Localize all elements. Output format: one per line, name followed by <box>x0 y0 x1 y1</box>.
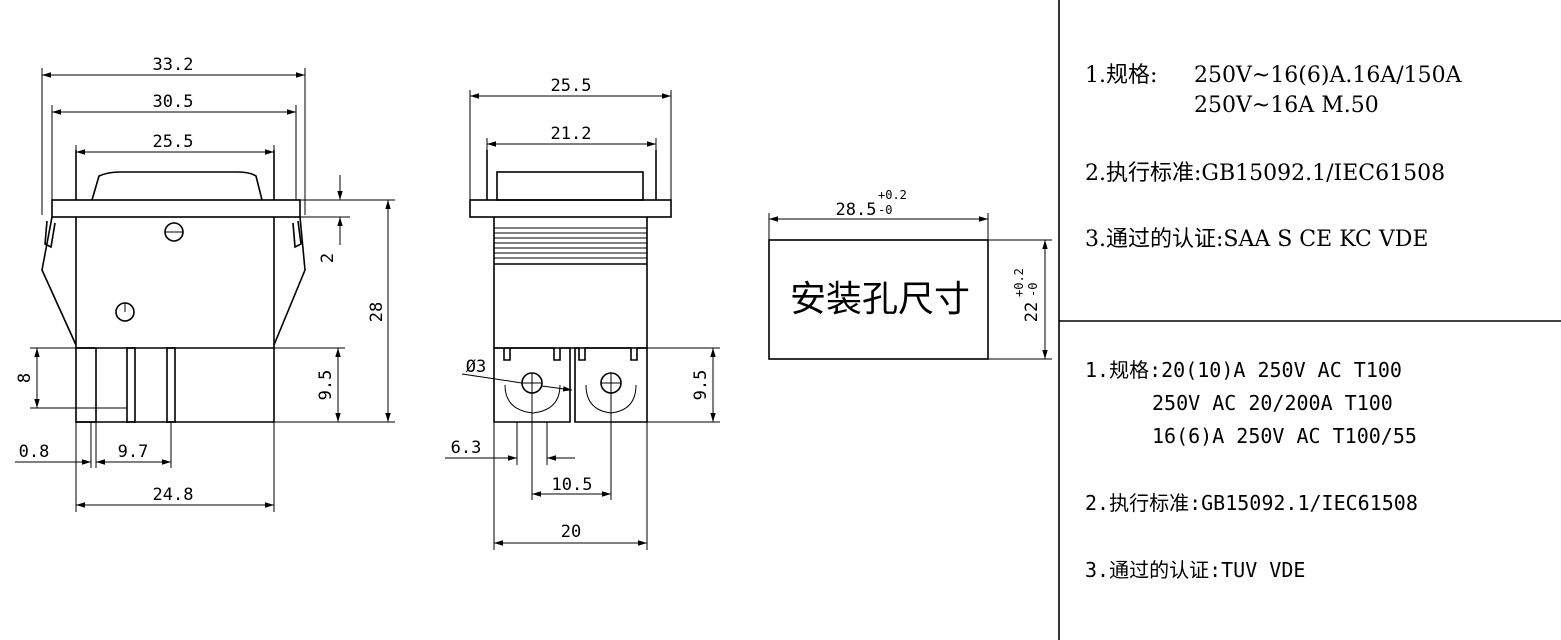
mounting-hole-view: 安装孔尺寸 28.5 +0.2 -0 22 +0.2 -0 <box>768 188 1052 360</box>
spec1-rating: 250V~16(6)A.16A/150A <box>1194 63 1463 88</box>
dim-flange-thickness: 2 <box>318 253 338 263</box>
terminal <box>166 347 176 423</box>
snap-clip-left <box>41 216 77 346</box>
side-view: 25.5 21.2 9.5 Ø3 6.3 10.5 20 <box>445 76 720 550</box>
side-flange <box>469 199 672 218</box>
dim-body-width: 24.8 <box>153 485 194 505</box>
spec2-rating: 1.规格:20(10)A 250V AC T100 <box>1085 358 1402 382</box>
spec2-rating-3: 16(6)A 250V AC T100/55 <box>1152 424 1417 448</box>
flange <box>51 199 301 218</box>
snap-clip-right <box>273 216 306 346</box>
spec-block-2: 1.规格:20(10)A 250V AC T100 250V AC 20/200… <box>1085 358 1418 582</box>
side-rocker <box>496 171 644 201</box>
spec1-rating-2: 250V~16A M.50 <box>1194 93 1379 118</box>
side-terminal <box>493 347 571 423</box>
dim-hole-height-tol-lower: -0 <box>1026 283 1040 297</box>
spec2-certification: 3.通过的认证:TUV VDE <box>1085 558 1305 582</box>
terminal <box>126 347 136 423</box>
mounting-hole-label: 安装孔尺寸 <box>790 279 970 320</box>
dim-terminal-offset: 8 <box>15 373 35 383</box>
dim-hole-height-tol-upper: +0.2 <box>1012 268 1026 297</box>
dim-terminal-length: 9.5 <box>316 370 336 401</box>
dim-rocker-width: 25.5 <box>153 132 194 152</box>
dim-overall-height: 28 <box>367 302 387 322</box>
dim-hole-height: 22 <box>1022 302 1042 322</box>
spec2-standard: 2.执行标准:GB15092.1/IEC61508 <box>1085 491 1418 515</box>
rocker-cap <box>91 171 263 201</box>
dim-hole-width: 28.5 <box>836 200 877 220</box>
dim-side-body-width: 21.2 <box>551 124 592 144</box>
dim-terminal-block-width: 20 <box>561 522 581 542</box>
spec2-rating-2: 250V AC 20/200A T100 <box>1152 391 1393 415</box>
dim-hole-diameter: Ø3 <box>466 357 486 377</box>
dim-terminal-thickness: 0.8 <box>19 442 50 462</box>
spec1-standard: 2.执行标准:GB15092.1/IEC61508 <box>1085 161 1445 186</box>
mounting-hole-outline <box>768 239 989 360</box>
dim-terminal-pitch: 9.7 <box>118 442 149 462</box>
dim-frame-width: 30.5 <box>153 92 194 112</box>
dim-hole-width-tol-lower: -0 <box>878 203 892 217</box>
dim-side-terminal-length: 9.5 <box>691 370 711 401</box>
dim-side-flange-width: 25.5 <box>551 76 592 96</box>
terminal <box>75 347 97 423</box>
dim-overall-width: 33.2 <box>153 55 194 75</box>
spec1-rating-label: 1.规格: <box>1085 63 1157 88</box>
dim-hole-offset: 6.3 <box>451 438 482 458</box>
dim-hole-width-tol-upper: +0.2 <box>878 188 907 202</box>
spec-block-1: 1.规格: 250V~16(6)A.16A/150A 250V~16A M.50… <box>1085 63 1463 252</box>
spec1-certification: 3.通过的认证:SAA S CE KC VDE <box>1085 227 1428 252</box>
dim-terminal-spacing: 10.5 <box>552 475 593 495</box>
front-view: 33.2 30.5 25.5 2 28 9.5 8 0.8 9.7 24.8 <box>15 55 395 512</box>
